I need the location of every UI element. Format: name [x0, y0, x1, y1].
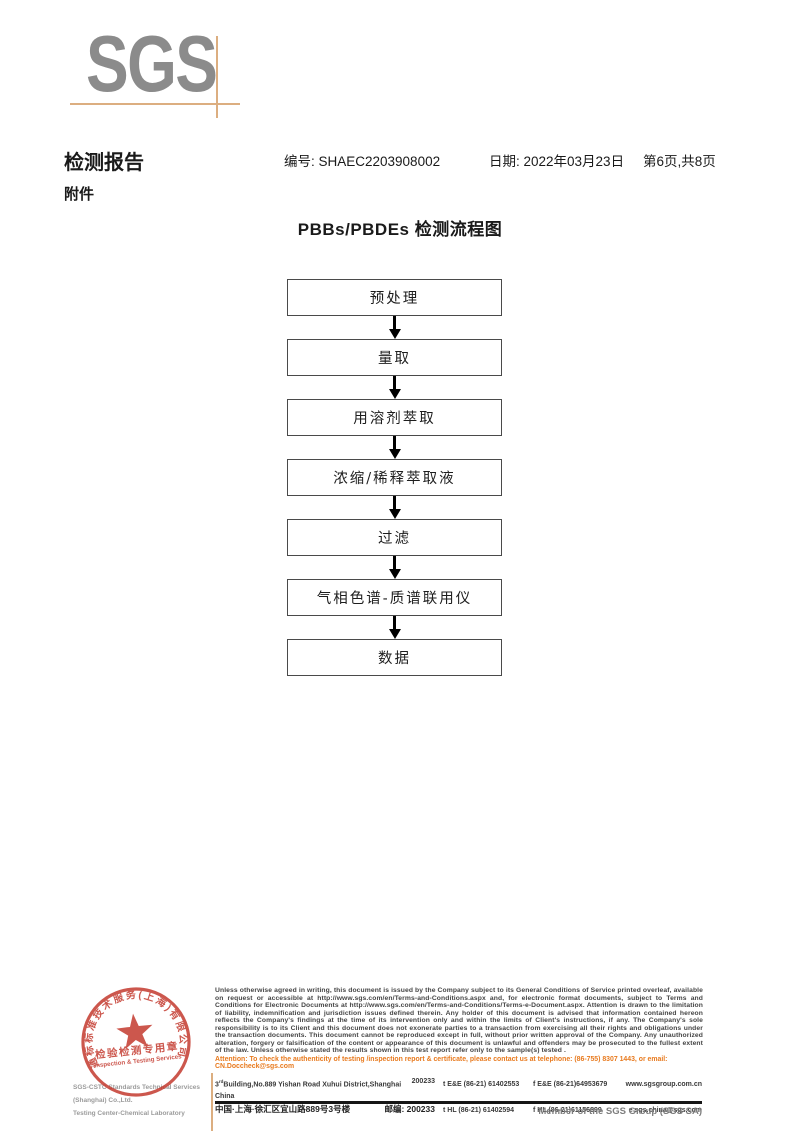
flow-step-measure: 量取 — [287, 339, 502, 376]
legal-disclaimer: Unless otherwise agreed in writing, this… — [215, 987, 703, 1054]
legal-column: Unless otherwise agreed in writing, this… — [215, 987, 703, 1071]
address-row-cn: 中国·上海·徐汇区宜山路889号3号楼 邮编: 200233 t HL (86-… — [215, 1103, 702, 1117]
report-number: 编号: SHAEC2203908002 — [284, 154, 441, 169]
company-name-lines: SGS-CSTC Standards Technical Services (S… — [73, 1081, 218, 1120]
flow-step-filter: 过滤 — [287, 519, 502, 556]
flow-step-solvent-extraction: 用溶剂萃取 — [287, 399, 502, 436]
tel-ee: t E&E (86-21) 61402553 — [443, 1081, 520, 1089]
address-block: 3rdBuilding,No.889 Yishan Road Xuhui Dis… — [215, 1076, 702, 1117]
sgs-logo: SGS — [86, 19, 218, 108]
address-cn: 中国·上海·徐汇区宜山路889号3号楼 — [215, 1104, 351, 1115]
address-en: 3rdBuilding,No.889 Yishan Road Xuhui Dis… — [215, 1079, 402, 1101]
flow-step-concentrate-dilute: 浓缩/稀释萃取液 — [287, 459, 502, 496]
page-title: 检测报告 — [64, 152, 144, 174]
tel-hl: t HL (86-21) 61402594 — [443, 1107, 515, 1115]
footer-accent-line — [211, 1073, 213, 1131]
attachment-label: 附件 — [64, 186, 95, 203]
flow-step-gcms: 气相色谱-质谱联用仪 — [287, 579, 502, 616]
attention-notice: Attention: To check the authenticity of … — [215, 1055, 668, 1071]
page-indicator: 第6页,共8页 — [643, 154, 716, 169]
sgs-member-line: Member of the SGS Group (SGS SA) — [538, 1106, 702, 1117]
arrow-down-icon — [388, 616, 401, 639]
arrow-down-icon — [388, 376, 401, 399]
email: e sgs.china@sgs.com — [628, 1107, 702, 1115]
flow-step-pretreatment: 预处理 — [287, 279, 502, 316]
postcode-en: 200233 — [411, 1078, 435, 1085]
logo-vertical-line — [216, 36, 218, 118]
arrow-down-icon — [388, 556, 401, 579]
fax-ee: f E&E (86-21)64953679 — [533, 1081, 608, 1089]
address-row-en: 3rdBuilding,No.889 Yishan Road Xuhui Dis… — [215, 1076, 702, 1103]
company-department: Testing Center-Chemical Laboratory — [73, 1110, 185, 1117]
star-icon — [116, 1013, 153, 1050]
postcode-cn: 邮编: 200233 — [384, 1104, 435, 1115]
logo-horizontal-line — [70, 103, 240, 105]
company-name-en: SGS-CSTC Standards Technical Services (S… — [73, 1084, 201, 1104]
arrow-down-icon — [388, 496, 401, 519]
fax-hl: f HL (86-21)61156899 — [533, 1107, 602, 1115]
footer-divider — [215, 1101, 702, 1104]
flowchart: 预处理 量取 用溶剂萃取 浓缩/稀释萃取液 过滤 气相色谱-质谱联用仪 数据 — [287, 279, 502, 676]
website: www.sgsgroup.com.cn — [625, 1081, 702, 1089]
flowchart-title: PBBs/PBDEs 检测流程图 — [297, 220, 503, 239]
flow-step-data: 数据 — [287, 639, 502, 676]
report-date: 日期: 2022年03月23日 — [489, 154, 625, 169]
arrow-down-icon — [388, 316, 401, 339]
arrow-down-icon — [388, 436, 401, 459]
inspection-seal-stamp-icon: 通标标准技术服务(上海)有限公司 检验检测专用章 Inspection & Te… — [78, 984, 191, 1097]
